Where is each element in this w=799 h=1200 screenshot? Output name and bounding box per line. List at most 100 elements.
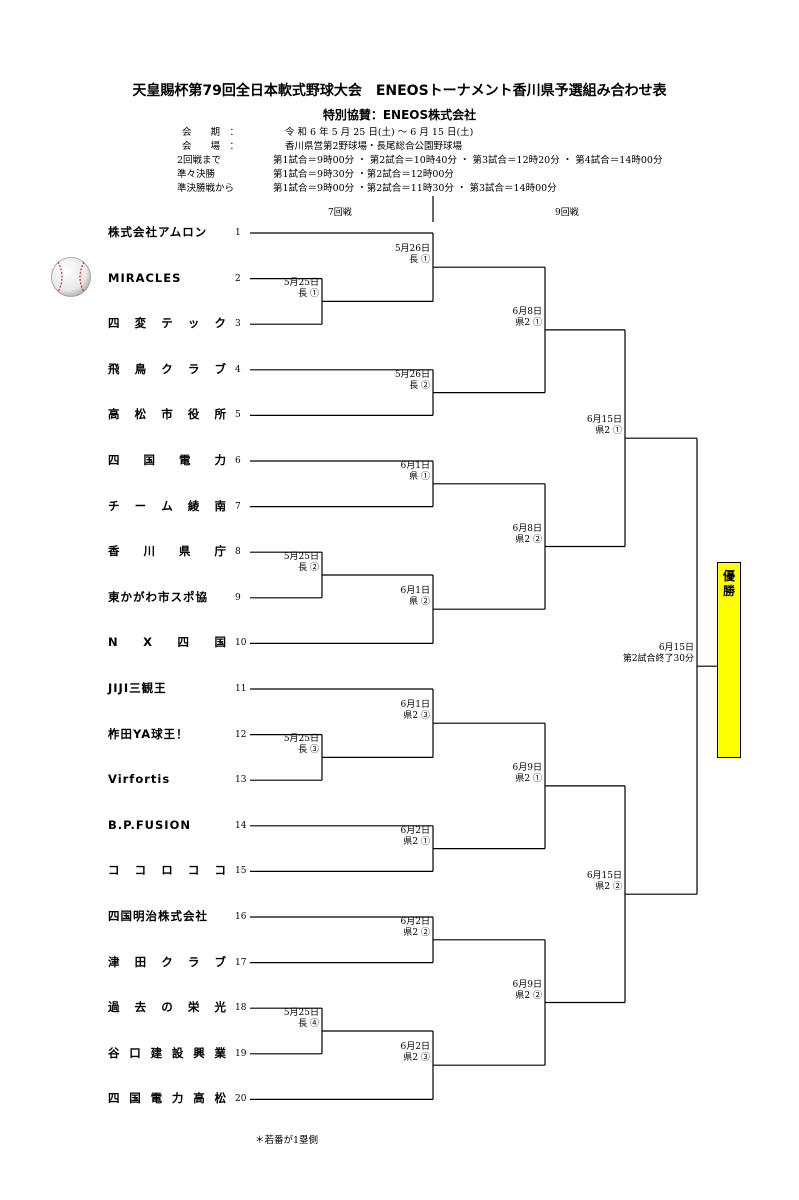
- seed-number: 8: [235, 547, 241, 558]
- seed-number: 1: [235, 228, 241, 238]
- match-date: 6月2日: [400, 1042, 430, 1053]
- match-label-r2-6-7: 6月1日県 ①: [401, 461, 430, 483]
- match-label-r2-14-15: 6月2日県2 ①: [401, 826, 430, 848]
- match-label-sf1: 6月15日県2 ①: [587, 415, 622, 437]
- match-label-qf3: 6月9日県2 ①: [513, 763, 542, 785]
- match-date: 6月1日: [400, 700, 430, 711]
- match-venue: 県 ②: [409, 597, 430, 608]
- team-name: 津田クラブ: [108, 954, 226, 969]
- match-label-final: 6月15日第2試合終了30分: [623, 643, 694, 665]
- period-label: 会 期 ：: [182, 127, 240, 138]
- match-date: 6月2日: [400, 825, 430, 836]
- match-venue: 県2 ②: [515, 534, 542, 545]
- seed-number: 4: [235, 364, 241, 375]
- match-date: 6月8日: [512, 523, 542, 534]
- seed-number: 6: [235, 456, 241, 466]
- team-name: MIRACLES: [108, 270, 182, 285]
- sf-label: 準決勝戦から: [177, 183, 235, 194]
- match-date: 5月25日: [283, 734, 319, 745]
- match-venue: 長 ②: [298, 563, 319, 573]
- qf-value: 第1試合＝9時30分 ・第2試合＝12時00分: [273, 169, 454, 180]
- match-venue: 県2 ②: [595, 882, 622, 893]
- team-name: Virfortis: [108, 772, 171, 787]
- match-venue: 県2 ③: [403, 1053, 430, 1064]
- team-name: 谷口建設興業: [108, 1045, 226, 1060]
- match-date: 6月9日: [512, 762, 542, 773]
- seed-number: 13: [235, 775, 247, 786]
- match-label-qf1: 6月8日県2 ①: [513, 307, 542, 329]
- team-name: B.P.FUSION: [108, 817, 191, 832]
- match-date: 5月26日: [394, 369, 430, 380]
- seed-number: 17: [235, 957, 247, 968]
- sponsor-line: 特別協賛：ENEOS株式会社: [322, 108, 477, 122]
- match-date: 5月26日: [394, 244, 430, 255]
- r2-value: 第1試合＝9時00分 ・ 第2試合＝10時40分 ・ 第3試合＝12時20分 ・…: [273, 155, 663, 166]
- schedule-info: 会 期 ： 令 和 6 年 5 月 25 日(土) ～ 6 月 15 日(土) …: [177, 124, 777, 194]
- match-label-r2-10: 6月1日県 ②: [401, 586, 430, 608]
- seed-number: 9: [235, 592, 241, 603]
- qf-label: 準々決勝: [177, 169, 216, 180]
- match-date: 5月25日: [283, 552, 319, 562]
- match-venue: 長 ①: [298, 289, 319, 300]
- team-name: 東かがわ市スポ協: [108, 589, 208, 604]
- footnote: ＊若番が1塁側: [255, 1135, 319, 1146]
- match-label-r2-1: 5月26日長 ①: [395, 244, 430, 266]
- venue-label: 会 場 ：: [182, 141, 240, 152]
- period-value: 令 和 6 年 5 月 25 日(土) ～ 6 月 15 日(土): [285, 127, 474, 138]
- match-venue: 県2 ①: [403, 836, 430, 847]
- team-name: 四国電力: [108, 453, 226, 467]
- seed-number: 18: [235, 1003, 247, 1014]
- sf-value: 第1試合＝9時00分 ・第2試合＝11時30分 ・ 第3試合＝14時00分: [273, 183, 557, 194]
- match-label-r2-11: 6月1日県2 ③: [401, 700, 430, 722]
- match-label-r2-4-5: 5月26日長 ②: [395, 370, 430, 392]
- team-name: ココロココ: [108, 863, 226, 878]
- seed-number: 7: [235, 501, 241, 512]
- round-label-9: 9回戦: [555, 208, 579, 218]
- seed-number: 15: [235, 866, 247, 877]
- champion-box: 優勝: [717, 562, 741, 758]
- seed-number: 14: [235, 820, 247, 831]
- match-venue: 県2 ③: [403, 711, 430, 722]
- match-date: 5月25日: [283, 278, 319, 289]
- team-name: 高松市役所: [108, 407, 226, 422]
- seed-number: 3: [235, 319, 241, 330]
- team-name: JIJI三観王: [108, 681, 167, 695]
- match-venue: 県2 ①: [595, 426, 622, 437]
- match-date: 6月15日: [586, 871, 622, 882]
- team-name: 四国電力高松: [108, 1091, 226, 1106]
- team-name: 柞田YA球王！: [108, 726, 189, 741]
- team-name: 飛鳥クラブ: [108, 361, 226, 376]
- seed-number: 12: [235, 729, 247, 740]
- match-label-qf4: 6月9日県2 ②: [513, 980, 542, 1002]
- match-venue: 県2 ①: [515, 773, 542, 784]
- match-label-r2-16-17: 6月2日県2 ②: [401, 917, 430, 939]
- seed-number: 19: [235, 1048, 247, 1059]
- seed-number: 5: [235, 410, 241, 421]
- team-name: 香川県庁: [108, 544, 226, 559]
- match-venue: 長 ④: [298, 1019, 319, 1029]
- page-title: 天皇賜杯第79回全日本軟式野球大会 ENEOSトーナメント香川県予選組み合わせ表: [132, 83, 667, 99]
- round-label-7: 7回戦: [328, 208, 352, 218]
- match-venue: 県 ①: [409, 471, 430, 482]
- match-venue: 県2 ②: [403, 927, 430, 938]
- match-venue: 長 ①: [409, 255, 430, 266]
- match-date: 6月15日: [658, 643, 694, 654]
- team-name: 過去の栄光: [108, 1000, 226, 1015]
- match-date: 5月25日: [283, 1008, 319, 1018]
- seed-number: 16: [235, 912, 247, 922]
- match-label-sf2: 6月15日県2 ②: [587, 871, 622, 893]
- team-name: 四国明治株式会社: [108, 909, 208, 923]
- baseball-icon: [51, 257, 91, 297]
- team-name: チーム綾南: [108, 498, 226, 513]
- match-label-r1-12-13: 5月25日長 ③: [284, 734, 319, 756]
- match-label-r1-8-9: 5月25日長 ②: [284, 552, 319, 574]
- match-label-r2-20: 6月2日県2 ③: [401, 1042, 430, 1064]
- match-label-r1-18-19: 5月25日長 ④: [284, 1008, 319, 1030]
- match-venue: 長 ③: [298, 745, 319, 756]
- match-date: 6月8日: [512, 306, 542, 317]
- seed-number: 10: [235, 638, 247, 649]
- team-name: 四変テック: [108, 316, 226, 331]
- match-label-r1-2-3: 5月25日長 ①: [284, 278, 319, 300]
